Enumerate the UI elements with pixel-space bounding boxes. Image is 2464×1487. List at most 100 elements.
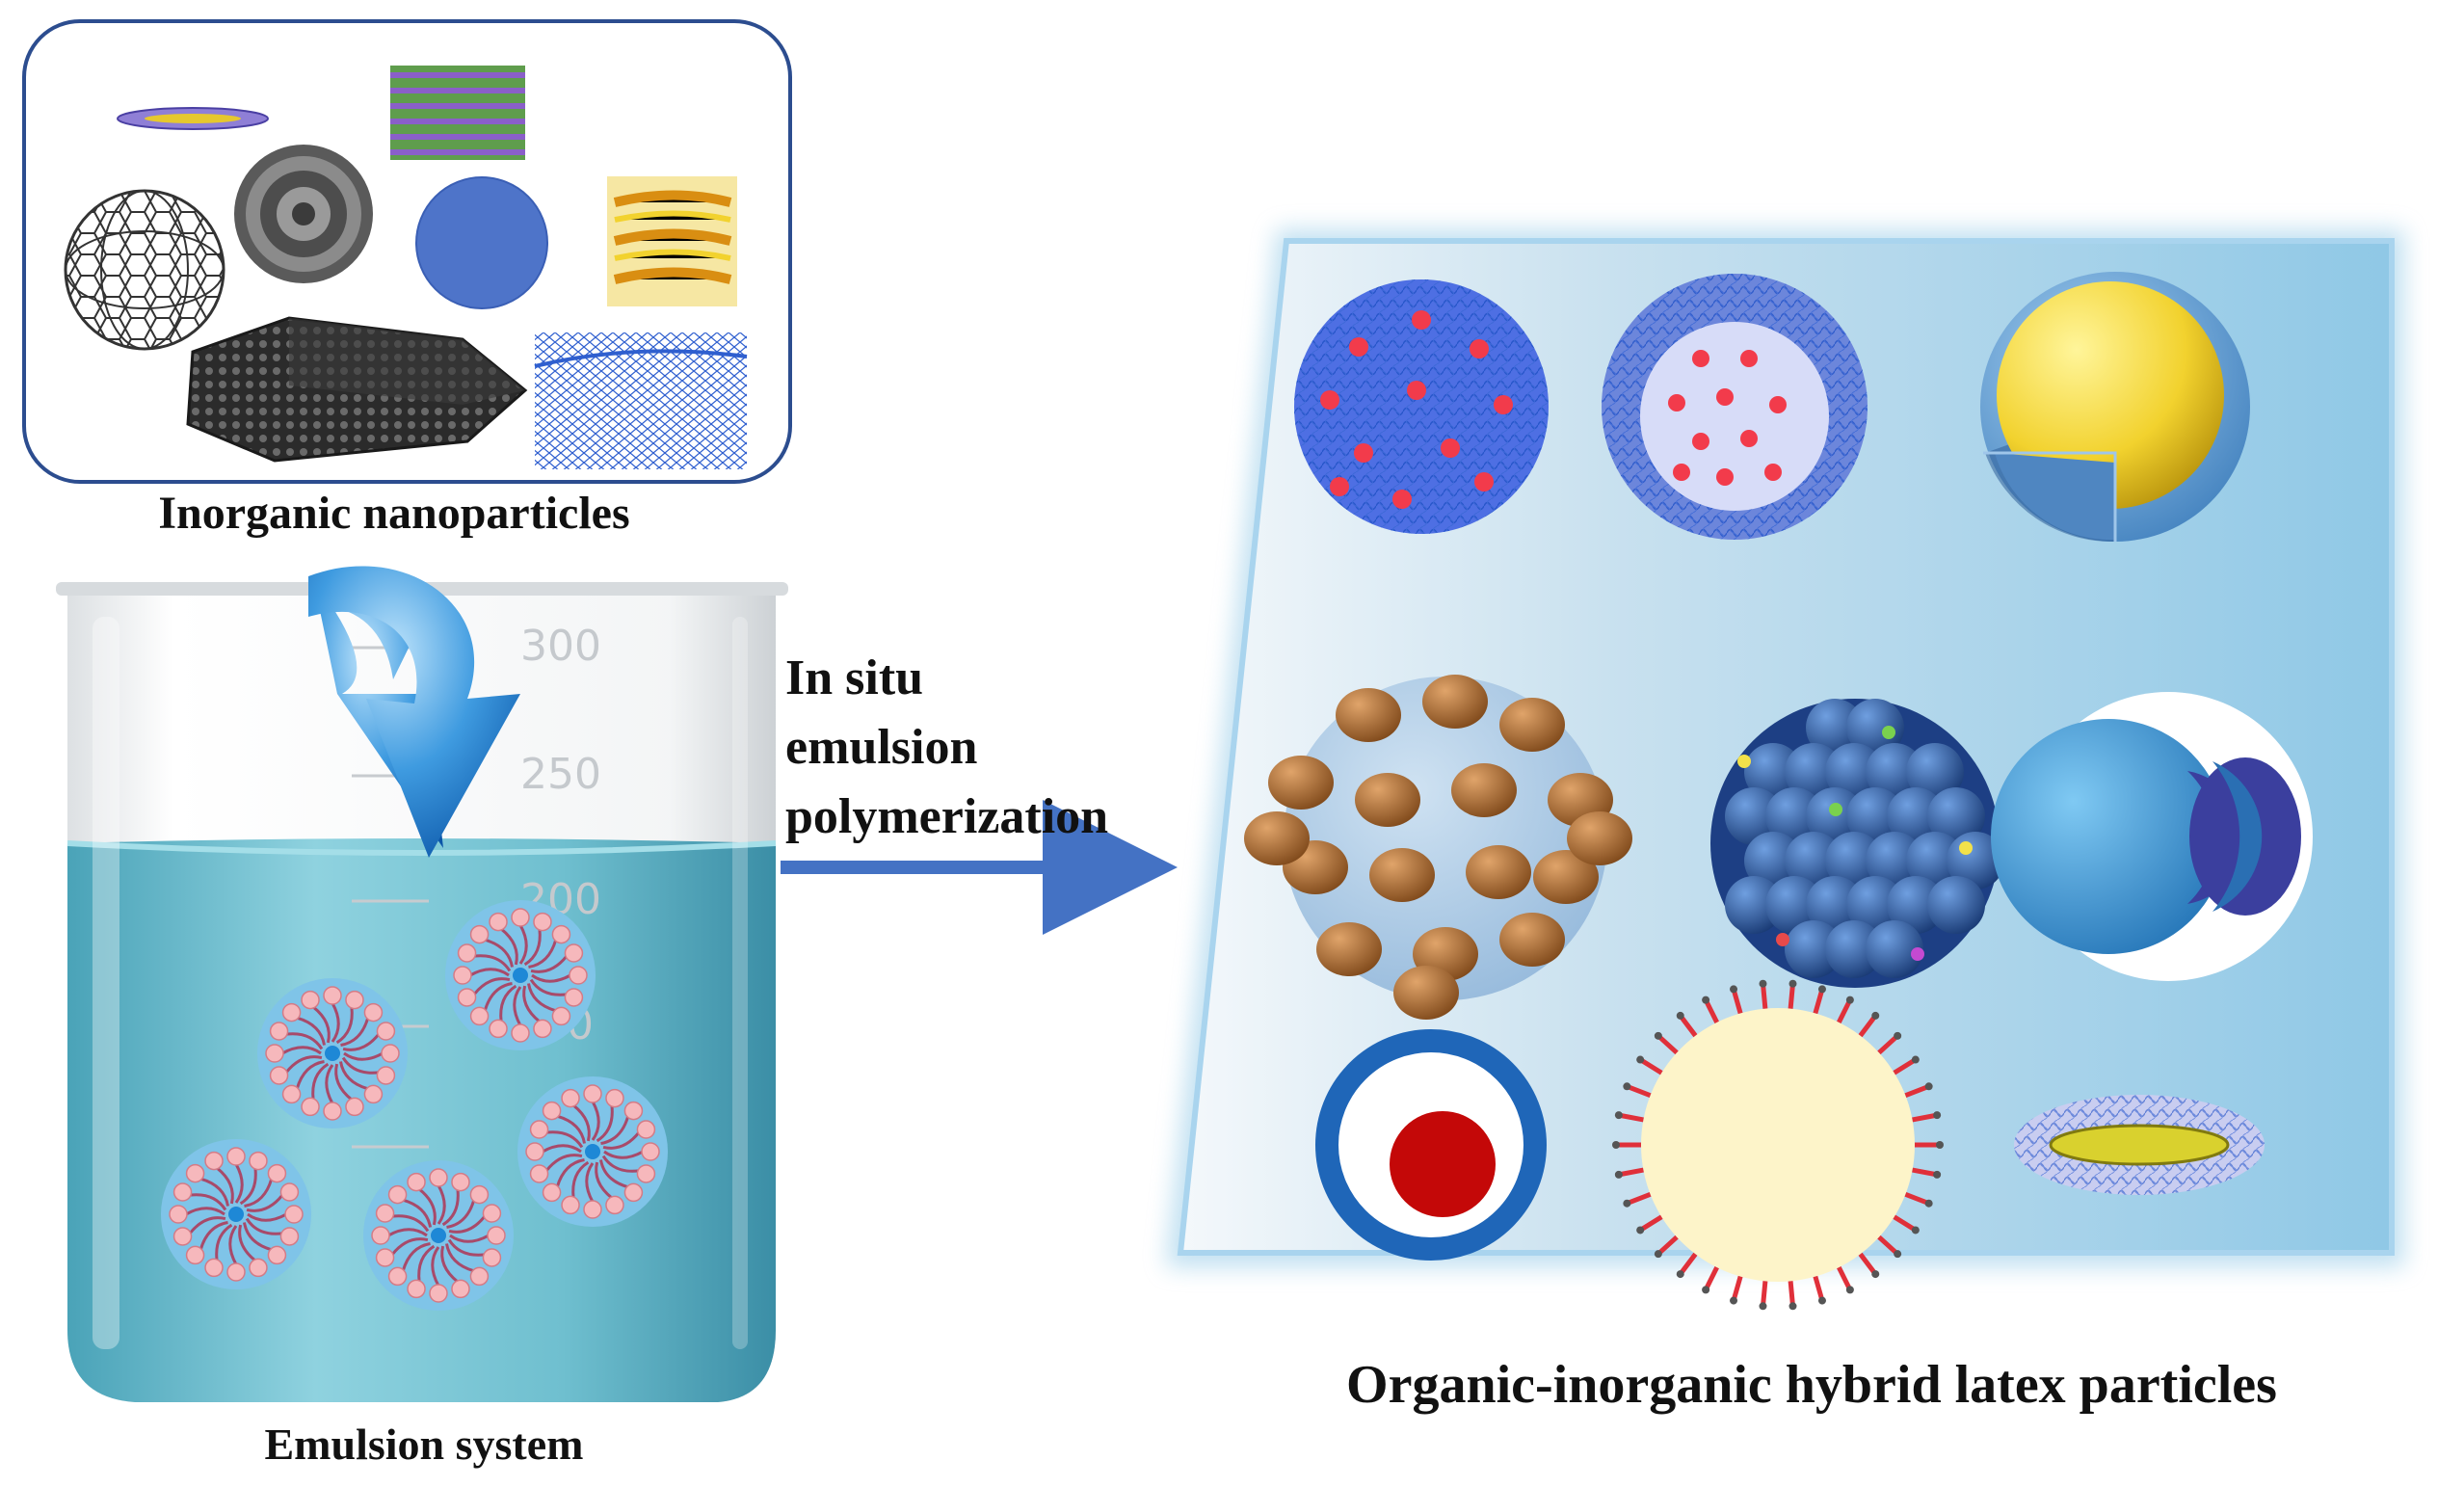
spike-tip bbox=[1871, 1011, 1880, 1020]
red-dot bbox=[1470, 339, 1489, 358]
spike bbox=[1703, 998, 1719, 1024]
brown-bead bbox=[1499, 698, 1565, 752]
spike bbox=[1638, 1214, 1663, 1233]
spike-tip bbox=[1614, 1111, 1623, 1120]
spike-tip bbox=[1845, 1286, 1854, 1294]
spike bbox=[1618, 1112, 1644, 1123]
spike-tip bbox=[1788, 1302, 1797, 1311]
spike-tip bbox=[1654, 1250, 1662, 1259]
red-dot bbox=[1349, 337, 1368, 357]
spike-tip bbox=[1894, 1031, 1902, 1040]
drop-arrow-shape bbox=[308, 566, 520, 858]
spike bbox=[1858, 1014, 1878, 1038]
cluster-ball bbox=[1825, 743, 1883, 801]
spike-tip bbox=[1702, 1286, 1710, 1294]
graphene-disc-icon bbox=[117, 107, 269, 130]
brown-bead bbox=[1268, 756, 1334, 810]
process-step-line-3: polymerization bbox=[785, 789, 1109, 844]
spike-tip bbox=[1730, 985, 1738, 994]
surface-spikes bbox=[1612, 979, 1944, 1311]
red-dot bbox=[1673, 464, 1690, 481]
cluster-ball bbox=[1785, 832, 1842, 890]
spike bbox=[1837, 998, 1853, 1024]
process-step-label: In situ emulsion polymerization bbox=[785, 644, 1108, 852]
spike bbox=[1626, 1191, 1652, 1207]
spike bbox=[1904, 1191, 1930, 1207]
red-dot bbox=[1474, 472, 1494, 491]
brown-bead bbox=[1533, 850, 1599, 904]
cluster-ball bbox=[1806, 787, 1864, 845]
brown-bead bbox=[1336, 688, 1401, 742]
spike bbox=[1731, 988, 1743, 1015]
cluster-ball bbox=[1927, 876, 1985, 934]
spike bbox=[1626, 1083, 1652, 1099]
linker-dot bbox=[1776, 933, 1789, 946]
spike-tip bbox=[1924, 1082, 1933, 1091]
graduation-300: 300 bbox=[520, 622, 601, 671]
spike-tip bbox=[1730, 1296, 1738, 1305]
coated-rod-icon bbox=[2014, 1095, 2265, 1195]
cluster-ball bbox=[1744, 743, 1802, 801]
spike-tip bbox=[1817, 985, 1826, 994]
spike-tip bbox=[1933, 1111, 1942, 1120]
red-dot bbox=[1716, 468, 1734, 486]
embedded-dots bbox=[1320, 310, 1513, 509]
spike bbox=[1904, 1083, 1930, 1099]
core-shell-sphere-icon bbox=[1980, 272, 2250, 543]
spike bbox=[1813, 988, 1825, 1015]
graduation-250: 250 bbox=[520, 750, 601, 799]
fullerene-icon bbox=[64, 189, 225, 351]
linker-dot bbox=[1829, 803, 1842, 816]
brown-bead bbox=[1451, 763, 1517, 817]
red-dot bbox=[1716, 388, 1734, 406]
cluster-ball bbox=[1906, 832, 1964, 890]
spike bbox=[1678, 1014, 1698, 1038]
linker-dot bbox=[1959, 841, 1973, 855]
cluster-ball bbox=[1825, 832, 1883, 890]
red-dot bbox=[1441, 438, 1460, 458]
nanoparticle-box bbox=[22, 19, 792, 484]
red-dot bbox=[1407, 381, 1426, 400]
cluster-ball bbox=[1785, 920, 1842, 978]
spike bbox=[1788, 1281, 1795, 1307]
linker-dot bbox=[1911, 947, 1924, 961]
brown-bead bbox=[1422, 675, 1488, 729]
spike-tip bbox=[1612, 1141, 1620, 1149]
spike-tip bbox=[1676, 1270, 1684, 1279]
spike-tip bbox=[1871, 1270, 1880, 1279]
cluster-ball bbox=[1725, 876, 1783, 934]
brown-bead bbox=[1369, 848, 1435, 902]
cluster-ball bbox=[1887, 787, 1945, 845]
spike bbox=[1638, 1057, 1663, 1075]
spike-tip bbox=[1702, 996, 1710, 1004]
red-dot bbox=[1412, 310, 1431, 330]
spike bbox=[1788, 983, 1795, 1009]
spike-tip bbox=[1936, 1141, 1944, 1149]
spike bbox=[1703, 1265, 1719, 1291]
micelle-icon bbox=[257, 978, 408, 1129]
spike bbox=[1877, 1033, 1899, 1055]
cluster-ball bbox=[1806, 876, 1864, 934]
linker-dot bbox=[1737, 755, 1751, 768]
red-dot bbox=[1740, 430, 1758, 447]
janus-particle-icon bbox=[1991, 692, 2313, 981]
cluster-ball bbox=[1825, 920, 1883, 978]
spike bbox=[1912, 1112, 1938, 1123]
process-step-line-1: In situ bbox=[785, 651, 924, 705]
spike bbox=[1893, 1214, 1918, 1233]
brown-bead bbox=[1244, 811, 1310, 865]
red-dot bbox=[1764, 464, 1782, 481]
cluster-balls bbox=[1725, 699, 2004, 978]
spike-tip bbox=[1911, 1055, 1920, 1064]
brown-bead bbox=[1466, 845, 1531, 899]
red-dot bbox=[1769, 396, 1787, 413]
cluster-ball bbox=[1866, 832, 1923, 890]
red-dot bbox=[1320, 390, 1339, 410]
spike bbox=[1656, 1033, 1679, 1055]
spike bbox=[1858, 1252, 1878, 1276]
brown-bead bbox=[1567, 811, 1632, 865]
micelle-icon bbox=[517, 1076, 668, 1227]
shell-embedded-particles-icon bbox=[1602, 274, 1868, 540]
